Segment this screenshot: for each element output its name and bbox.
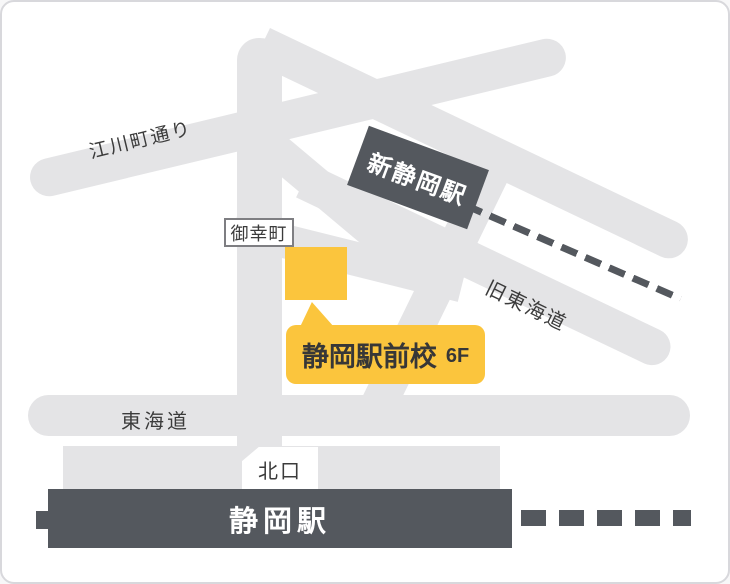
tokaido-label: 東海道 bbox=[121, 411, 190, 433]
shizuoka-station-bar: 静岡駅 bbox=[48, 489, 512, 548]
railway-dash-left bbox=[36, 511, 51, 529]
destination-marker bbox=[285, 247, 347, 300]
callout-pointer bbox=[300, 302, 334, 327]
miyukicho-label: 御幸町 bbox=[230, 223, 288, 244]
school-name-label: 静岡駅前校 bbox=[301, 342, 437, 372]
north-exit-box: 北口 bbox=[242, 447, 318, 491]
railway-dashed-right bbox=[521, 510, 691, 526]
destination-callout: 静岡駅前校 6F bbox=[286, 325, 485, 384]
north-exit-label: 北口 bbox=[258, 460, 302, 483]
miyukicho-label-box: 御幸町 bbox=[224, 218, 294, 247]
shizuoka-station-label: 静岡駅 bbox=[228, 505, 331, 538]
school-floor-label: 6F bbox=[445, 345, 470, 367]
road-tokaido bbox=[28, 395, 690, 436]
